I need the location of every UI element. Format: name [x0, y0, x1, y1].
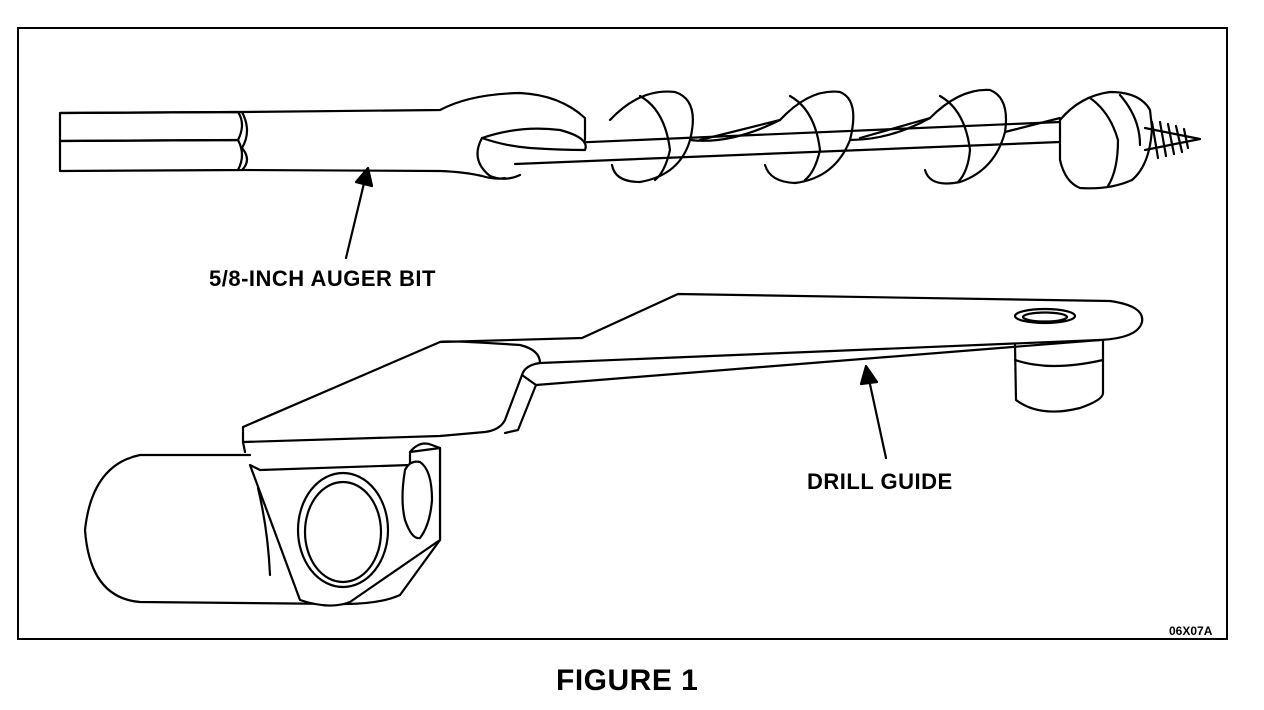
drill-guide-label: DRILL GUIDE — [807, 469, 953, 494]
figure-code: 06X07A — [1169, 624, 1213, 638]
auger-bit-label: 5/8-INCH AUGER BIT — [209, 266, 436, 291]
auger-bit-drawing — [58, 88, 1202, 260]
drill-guide-drawing — [83, 292, 1144, 607]
figure-caption: FIGURE 1 — [556, 664, 699, 697]
figure-frame — [17, 27, 1228, 640]
